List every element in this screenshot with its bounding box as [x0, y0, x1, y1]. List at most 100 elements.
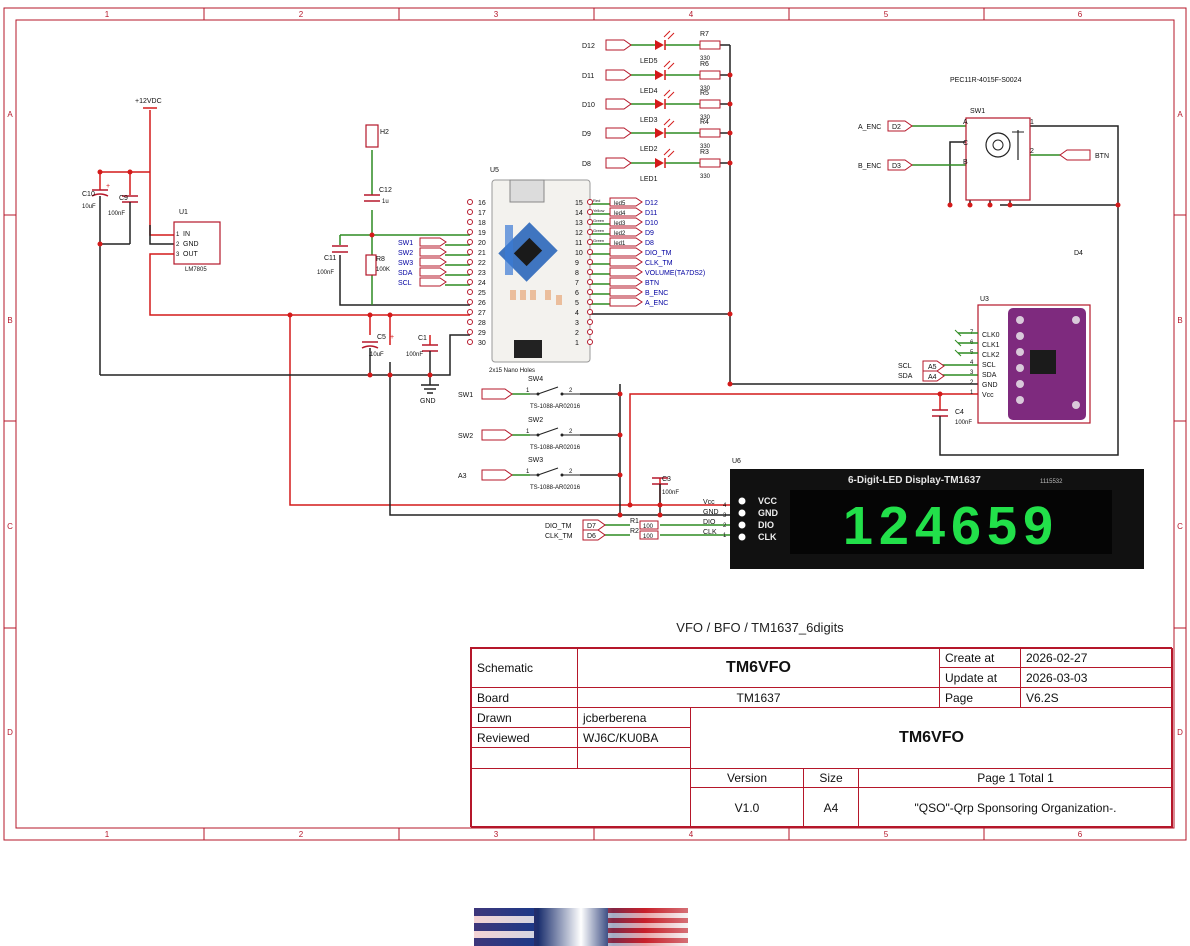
nano-pin [467, 329, 473, 335]
net-flag [419, 237, 447, 247]
nano-pin-number: 10 [575, 250, 583, 257]
res-ref: R5 [700, 90, 709, 97]
u6-pin-number: 4 [723, 503, 727, 509]
u3-pin-number: 4 [970, 360, 974, 366]
led-ref: LED2 [640, 146, 658, 153]
u1-pin-gnd: GND [183, 241, 199, 248]
cap-ref: C12 [379, 187, 392, 194]
nano-pin-number: 23 [478, 270, 486, 277]
wire-12v [149, 110, 174, 236]
u3-pin-name: SCL [982, 362, 996, 369]
net-label: SW2 [398, 250, 413, 257]
port-d2 [887, 120, 913, 132]
u1-pin-out: OUT [183, 251, 199, 258]
led-ref: LED5 [640, 58, 658, 65]
display-pin-label: DIO [758, 520, 774, 530]
schematic-label: Schematic [471, 648, 578, 688]
frame-outer [3, 7, 1187, 841]
u3-pin-number: 1 [970, 390, 974, 396]
net-label: VOLUME(TA7DS2) [645, 270, 705, 277]
row-label: A [7, 110, 13, 119]
u6-pin-number: 1 [723, 533, 727, 539]
port-label: A5 [928, 364, 937, 371]
led-tag: led2 [614, 231, 626, 237]
nano-pin-number: 18 [478, 220, 486, 227]
led-tag: led3 [614, 221, 626, 227]
organization: "QSO"-Qrp Sponsoring Organization-. [858, 787, 1173, 828]
switch-port [481, 469, 513, 481]
nano-pin-number: 9 [575, 260, 579, 267]
led-resistor [699, 70, 721, 80]
update-label: Update at [939, 667, 1021, 688]
nano-pin [587, 199, 593, 205]
nano-pin [587, 319, 593, 325]
switch-net-label: SW2 [458, 433, 473, 440]
regulator-u1: U1 IN GND OUT 1 2 3 LM7805 [173, 209, 221, 273]
net-label: D12 [645, 200, 658, 207]
led-net-label: D10 [582, 102, 595, 109]
encoder-body [965, 117, 1031, 201]
si5351-chip [1030, 350, 1056, 374]
switch-pin: 2 [569, 429, 573, 435]
net-label: BTN [645, 280, 659, 287]
enc-pin: A [963, 119, 968, 126]
row-label: C [7, 522, 13, 531]
nano-pin [587, 209, 593, 215]
blank-cell [471, 747, 578, 769]
encoder-sw1: PEC11R-4015F-S0024 SW1 A C B 1 2 A_ENC D… [858, 77, 1109, 201]
port-label: D2 [892, 124, 901, 131]
nano-pin-number: 8 [575, 270, 579, 277]
port-d6 [582, 529, 606, 541]
res-value: 330 [700, 174, 711, 180]
decoupling-section: C5 10uF + C1 100nF GND [361, 334, 439, 405]
nano-pin-number: 29 [478, 330, 486, 337]
led-resistor [699, 40, 721, 50]
led-tag: led5 [614, 201, 626, 207]
nano-pin-number: 6 [575, 290, 579, 297]
vin-label: +12VDC [135, 98, 162, 105]
led-diode [655, 158, 664, 168]
led-color-label: Green [593, 228, 604, 233]
col-label: 1 [105, 10, 110, 19]
cap-value: 1u [382, 199, 389, 205]
led-port [605, 157, 632, 169]
nano-pin-number: 14 [575, 210, 583, 217]
display-pin-holes [738, 497, 746, 541]
switch-net-label: SW1 [458, 392, 473, 399]
led-port [605, 39, 632, 51]
net-label: A_ENC [645, 300, 668, 307]
res-value: 330 [700, 86, 711, 92]
port-d7 [582, 519, 606, 531]
nano-pin-number: 13 [575, 220, 583, 227]
board-value: TM1637 [577, 687, 940, 708]
u1-pin-num: 3 [176, 252, 180, 258]
led-resistor [699, 128, 721, 138]
cap-c9: C9 100nF [108, 195, 138, 217]
led-net-label: D11 [582, 73, 594, 80]
net-flag [609, 227, 643, 237]
nano-pin [587, 219, 593, 225]
nano-pin [587, 289, 593, 295]
schematic-canvas: 1 2 3 4 5 6 1 2 3 4 5 6 A B C D A B C D [3, 7, 1187, 841]
led-port [605, 69, 632, 81]
net-label: CLK_TM [645, 260, 673, 267]
col-label: 2 [299, 830, 304, 839]
res-ref: R6 [700, 61, 709, 68]
project-name: TM6VFO [690, 707, 1173, 769]
nano-pin [467, 269, 473, 275]
h2-ref: H2 [380, 129, 389, 136]
res-ref: R2 [630, 528, 639, 535]
wire-gnd-enc [939, 204, 1119, 456]
display-pin-label: GND [758, 508, 779, 518]
nano-pin-number: 26 [478, 300, 486, 307]
nano-pin-number: 5 [575, 300, 579, 307]
led-color-label: Green [593, 218, 604, 223]
row-label: A [1177, 110, 1183, 119]
schematic-sheet: 1 2 3 4 5 6 1 2 3 4 5 6 A B C D A B C D [3, 7, 1187, 946]
cap-ref: C4 [955, 409, 964, 416]
display-digits: 124659 [843, 496, 1059, 556]
d4-ref: D4 [1074, 250, 1083, 257]
no-connect-mark [954, 339, 962, 347]
net-clk-tm: CLK_TM [545, 533, 573, 540]
